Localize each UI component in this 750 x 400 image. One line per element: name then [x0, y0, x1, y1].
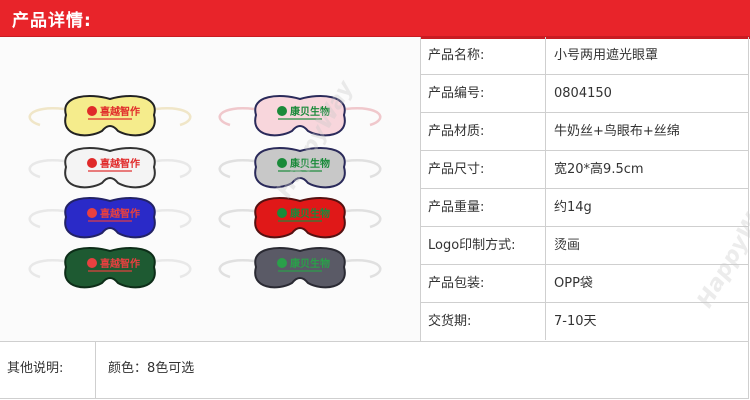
logo-icon	[87, 158, 97, 168]
mask-logo-tagline	[278, 220, 322, 222]
eye-mask-2: 康贝生物	[218, 95, 382, 137]
mask-logo-tagline	[88, 170, 132, 172]
eye-mask-4: 康贝生物	[218, 147, 382, 189]
mask-logo-tagline	[278, 118, 322, 120]
spec-value: 宽20*高9.5cm	[554, 162, 644, 177]
spec-value: 小号两用遮光眼罩	[554, 48, 659, 63]
spec-table: 产品名称: 小号两用遮光眼罩 产品编号: 0804150 产品材质: 牛奶丝+鸟…	[421, 37, 750, 341]
section-title: 产品详情:	[12, 11, 92, 31]
mask-logo-text: 康贝生物	[290, 105, 330, 118]
spec-row-name: 产品名称: 小号两用遮光眼罩	[421, 37, 749, 75]
note-value: 颜色：8色可选	[108, 361, 195, 376]
spec-row-material: 产品材质: 牛奶丝+鸟眼布+丝绵	[421, 113, 749, 151]
spec-label: 产品编号:	[421, 75, 546, 112]
eye-mask-7: 喜越智作	[28, 247, 192, 289]
mask-logo-tagline	[88, 220, 132, 222]
eye-mask-6: 康贝生物	[218, 197, 382, 239]
spec-label: 产品材质:	[421, 113, 546, 150]
logo-icon	[87, 258, 97, 268]
spec-label: Logo印制方式:	[421, 227, 546, 264]
mask-logo-text: 喜越智作	[100, 207, 140, 220]
spec-row-size: 产品尺寸: 宽20*高9.5cm	[421, 151, 749, 189]
section-header: 产品详情:	[0, 0, 750, 36]
mask-logo-tagline	[278, 170, 322, 172]
note-label: 其他说明:	[0, 342, 96, 398]
mask-logo-tagline	[88, 270, 132, 272]
mask-logo-text: 康贝生物	[290, 207, 330, 220]
table-frame	[0, 37, 749, 399]
eye-mask-1: 喜越智作	[28, 95, 192, 137]
mask-logo-tagline	[88, 118, 132, 120]
spec-label: 产品尺寸:	[421, 151, 546, 188]
spec-row-weight: 产品重量: 约14g	[421, 189, 749, 227]
spec-row-delivery: 交货期: 7-10天	[421, 303, 749, 341]
spec-value: 烫画	[554, 238, 581, 253]
spec-label: 产品重量:	[421, 189, 546, 226]
product-image-panel: 喜越智作康贝生物喜越智作康贝生物喜越智作康贝生物喜越智作康贝生物 HappyWa…	[0, 37, 421, 341]
spec-label: 产品包装:	[421, 265, 546, 302]
logo-icon	[87, 208, 97, 218]
spec-value: 约14g	[554, 200, 592, 215]
eye-mask-5: 喜越智作	[28, 197, 192, 239]
spec-row-packaging: 产品包装: OPP袋	[421, 265, 749, 303]
spec-value: 牛奶丝+鸟眼布+丝绵	[554, 124, 680, 139]
mask-logo-text: 喜越智作	[100, 257, 140, 270]
spec-row-code: 产品编号: 0804150	[421, 75, 749, 113]
logo-icon	[87, 106, 97, 116]
mask-logo-text: 喜越智作	[100, 105, 140, 118]
mask-logo-text: 康贝生物	[290, 157, 330, 170]
logo-icon	[277, 106, 287, 116]
mask-logo-text: 喜越智作	[100, 157, 140, 170]
logo-icon	[277, 258, 287, 268]
spec-value: 7-10天	[554, 314, 597, 329]
spec-label: 产品名称:	[421, 37, 546, 74]
logo-icon	[277, 208, 287, 218]
mask-logo-tagline	[278, 270, 322, 272]
eye-mask-3: 喜越智作	[28, 147, 192, 189]
spec-row-logo-print: Logo印制方式: 烫画	[421, 227, 749, 265]
logo-icon	[277, 158, 287, 168]
eye-mask-8: 康贝生物	[218, 247, 382, 289]
eye-mask-product-photo: 喜越智作康贝生物喜越智作康贝生物喜越智作康贝生物喜越智作康贝生物	[28, 95, 382, 289]
spec-value: OPP袋	[554, 276, 593, 291]
spec-label: 交货期:	[421, 303, 546, 340]
spec-value: 0804150	[554, 86, 612, 101]
mask-logo-text: 康贝生物	[290, 257, 330, 270]
note-row: 其他说明: 颜色：8色可选	[0, 341, 749, 399]
